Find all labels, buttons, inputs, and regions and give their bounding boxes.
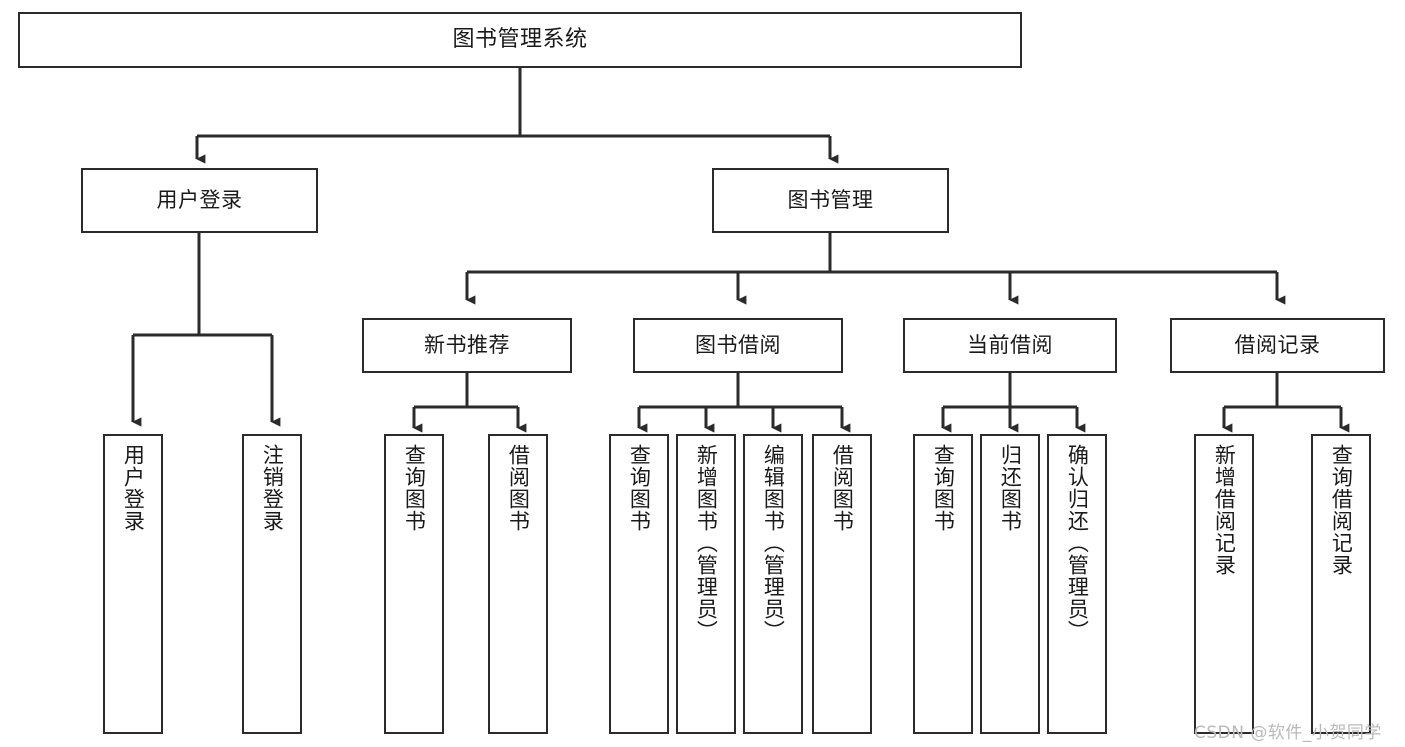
leaf-book-borrow-edit[interactable]: 编辑图书（管理员）	[743, 434, 803, 734]
leaf-book-borrow-add[interactable]: 新增图书（管理员）	[676, 434, 736, 734]
leaf-user-login-logout[interactable]: 注销登录	[242, 434, 302, 734]
csdn-watermark: CSDN @软件_小贺同学	[1194, 723, 1382, 743]
leaf-current-borrow-query[interactable]: 查询图书	[913, 434, 973, 734]
node-label: 注销登录	[260, 444, 285, 532]
node-label: 新增图书（管理员）	[694, 444, 719, 642]
node-label: 归还图书	[998, 444, 1023, 532]
node-label: 借阅图书	[830, 444, 855, 532]
node-label: 用户登录	[156, 188, 243, 213]
node-label: 新书推荐	[424, 333, 510, 358]
node-label: 编辑图书（管理员）	[761, 444, 786, 642]
leaf-book-borrow-borrow[interactable]: 借阅图书	[812, 434, 872, 734]
node-label: 图书管理	[787, 188, 874, 213]
leaf-borrow-record-add[interactable]: 新增借阅记录	[1194, 434, 1254, 734]
node-book-management[interactable]: 图书管理	[712, 168, 949, 233]
node-borrow-record[interactable]: 借阅记录	[1170, 318, 1385, 373]
leaf-borrow-record-query[interactable]: 查询借阅记录	[1311, 434, 1371, 734]
leaf-book-borrow-query[interactable]: 查询图书	[609, 434, 669, 734]
node-label: 借阅图书	[506, 444, 531, 532]
node-root-system[interactable]: 图书管理系统	[18, 12, 1022, 68]
leaf-user-login-login[interactable]: 用户登录	[103, 434, 163, 734]
node-label: 借阅记录	[1234, 333, 1321, 358]
node-user-login[interactable]: 用户登录	[81, 168, 318, 233]
node-label: 查询图书	[931, 444, 956, 532]
node-book-borrow[interactable]: 图书借阅	[633, 318, 843, 373]
node-label: 查询图书	[627, 444, 652, 532]
leaf-new-book-borrow[interactable]: 借阅图书	[488, 434, 548, 734]
node-label: 图书管理系统	[452, 27, 588, 53]
node-new-book-recommend[interactable]: 新书推荐	[362, 318, 572, 373]
node-label: 查询借阅记录	[1329, 444, 1354, 576]
node-label: 图书借阅	[695, 333, 781, 358]
node-label: 当前借阅	[967, 333, 1053, 358]
node-label: 查询图书	[402, 444, 427, 532]
node-label: 新增借阅记录	[1212, 444, 1237, 576]
node-label: 用户登录	[121, 444, 146, 532]
leaf-new-book-query[interactable]: 查询图书	[384, 434, 444, 734]
leaf-current-borrow-return[interactable]: 归还图书	[980, 434, 1040, 734]
node-current-borrow[interactable]: 当前借阅	[903, 318, 1117, 373]
node-label: 确认归还（管理员）	[1065, 444, 1090, 642]
leaf-current-borrow-confirm[interactable]: 确认归还（管理员）	[1047, 434, 1107, 734]
